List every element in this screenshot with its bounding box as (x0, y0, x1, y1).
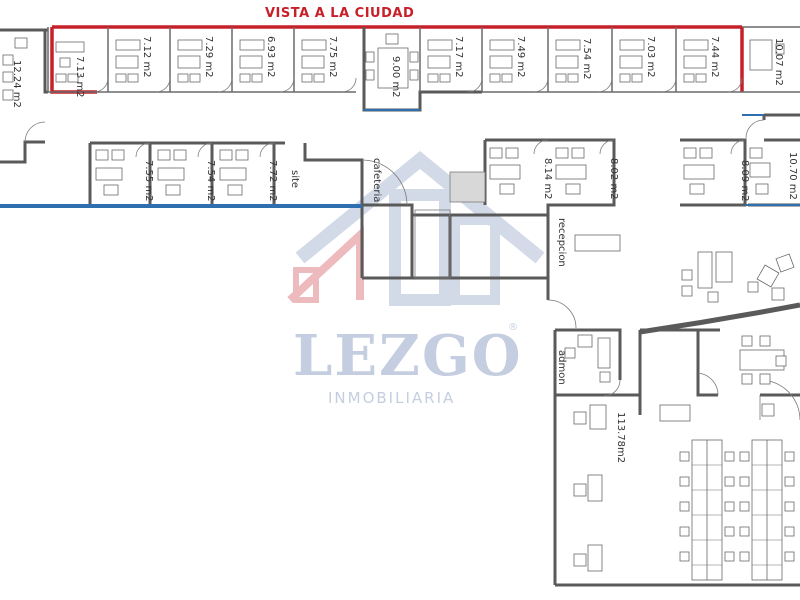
office-furniture-802 (555, 147, 587, 195)
walls (0, 26, 800, 587)
room-label-1070: 10.70 m2 (787, 152, 798, 200)
office-furniture-744 (683, 39, 709, 83)
room-label-712: 7.12 m2 (141, 36, 152, 78)
room-label-809: 8.09 m2 (739, 160, 750, 202)
office-furniture-703 (619, 39, 645, 83)
office-furniture-775 (301, 39, 327, 83)
office-furniture-749 (489, 39, 515, 83)
lounge-furniture (681, 251, 795, 303)
registered-mark-icon: ® (508, 322, 518, 333)
office-furniture-693 (239, 39, 265, 83)
room-label-755: 7.55 m2 (143, 160, 154, 202)
room-label-900: 9.00 m2 (390, 56, 401, 98)
room-labels: 12.24 m2 7.13 m2 7.12 m2 7.29 m2 6.93 m2… (11, 36, 798, 463)
office-furniture-754b (555, 39, 581, 83)
meeting-table-open (739, 335, 787, 385)
office-furniture-1224 (2, 37, 28, 101)
room-label-site: site (289, 170, 300, 188)
room-label-717: 7.17 m2 (453, 36, 464, 78)
header-title: VISTA A LA CIUDAD (265, 6, 414, 21)
room-label-recepcion: recepcion (556, 218, 567, 267)
room-label-1007: 10.07 m2 (773, 38, 784, 86)
room-label-754b: 7.54 m2 (581, 38, 592, 80)
room-label-729: 7.29 m2 (203, 36, 214, 78)
watermark-subtitle: INMOBILIARIA (328, 389, 455, 407)
room-label-775: 7.75 m2 (327, 36, 338, 78)
room-label-713: 7.13 m2 (74, 56, 85, 98)
room-label-11378: 113.78m2 (615, 412, 626, 463)
admin-office-furniture (564, 334, 611, 383)
room-label-744: 7.44 m2 (709, 36, 720, 78)
office-furniture-717 (427, 39, 453, 83)
room-label-693: 6.93 m2 (265, 36, 276, 78)
windows (0, 109, 800, 208)
office-furniture-712 (115, 39, 141, 83)
office-furniture-755 (95, 149, 125, 196)
reception-desk (574, 234, 621, 252)
stairs (414, 171, 486, 279)
room-label-802: 8.02 m2 (608, 158, 619, 200)
office-furniture-1007 (749, 39, 785, 71)
room-label-1224: 12.24 m2 (11, 60, 22, 108)
room-label-749: 7.49 m2 (515, 36, 526, 78)
room-label-754a: 7.54 m2 (205, 160, 216, 202)
office-furniture-729 (177, 39, 203, 83)
room-label-admon: admon (556, 350, 567, 385)
office-furniture-754a (157, 149, 187, 196)
room-label-772: 7.72 m2 (267, 160, 278, 202)
open-office-workstations (659, 403, 795, 581)
open-office-desks-left (573, 404, 607, 572)
office-furniture-814 (489, 147, 521, 195)
watermark-brand: LEZGO (293, 323, 523, 389)
room-label-703: 7.03 m2 (645, 36, 656, 78)
office-furniture-1070 (749, 147, 771, 195)
room-label-cafeteria: cafeteria (371, 158, 382, 202)
house-logo-icon (287, 150, 545, 306)
room-label-814: 8.14 m2 (542, 158, 553, 200)
furniture (2, 33, 795, 581)
office-furniture-809 (683, 147, 715, 195)
office-furniture-772 (219, 149, 249, 196)
watermark: LEZGO INMOBILIARIA ® (287, 150, 545, 407)
office-furniture-713 (55, 41, 85, 83)
meeting-table-900 (365, 33, 419, 89)
